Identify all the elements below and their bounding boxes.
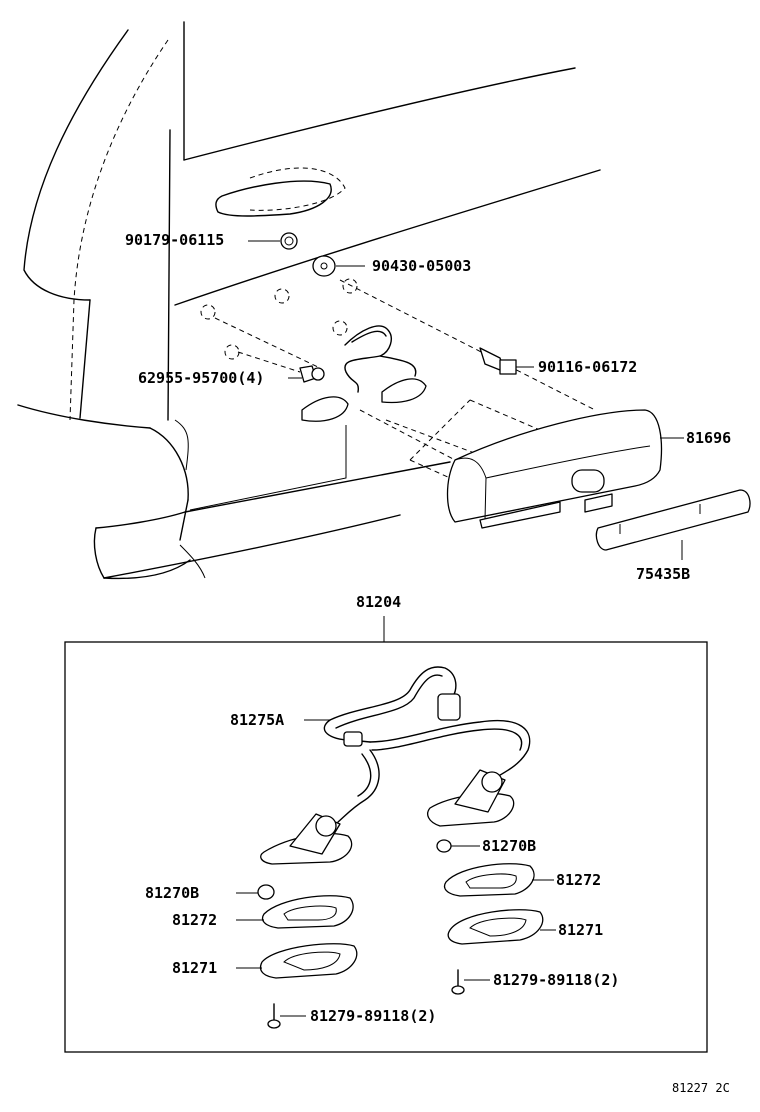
washer-icon	[312, 255, 336, 277]
label-garnish: 81696	[686, 429, 732, 447]
bulb-left-icon	[257, 884, 275, 900]
label-bulb-left: 81270B	[145, 884, 200, 902]
label-housing-right: 81271	[558, 921, 604, 939]
garnish-icon	[446, 409, 663, 529]
clip-icon	[299, 365, 325, 383]
wire-harness-icon	[323, 666, 531, 823]
label-bolt: 90116-06172	[538, 358, 638, 376]
label-bulb-right: 81270B	[482, 837, 537, 855]
lamp-socket-left-icon	[260, 813, 353, 865]
label-screw-grommet: 90179-06115	[125, 231, 225, 249]
screw-left-icon	[267, 1003, 281, 1029]
vehicle-body-outline	[17, 21, 601, 580]
label-screw-right: 81279-89118(2)	[493, 971, 620, 989]
car-wire-harness	[189, 325, 427, 511]
bulb-right-icon	[436, 839, 452, 853]
grommet-icon	[280, 232, 298, 250]
mounting-holes	[200, 278, 358, 360]
label-clip: 62955-95700(4)	[138, 369, 265, 387]
gasket-left-icon	[261, 895, 354, 929]
assembly-frame	[64, 641, 708, 1053]
label-screw-left: 81279-89118(2)	[310, 1007, 437, 1025]
label-lens: 75435B	[636, 565, 691, 583]
label-gasket-left: 81272	[172, 911, 218, 929]
housing-right-icon	[447, 909, 544, 945]
housing-left-icon	[259, 943, 358, 979]
label-lamp-assembly: 81204	[356, 593, 402, 611]
lens-icon	[595, 489, 751, 551]
label-gasket-right: 81272	[556, 871, 602, 889]
label-wire: 81275A	[230, 711, 285, 729]
gasket-right-icon	[443, 863, 535, 897]
figure-code: 81227 2C	[672, 1081, 730, 1095]
screw-right-icon	[451, 969, 465, 995]
lamp-socket-right-icon	[427, 769, 515, 827]
bolt-icon	[479, 347, 517, 375]
label-housing-left: 81271	[172, 959, 218, 977]
label-washer: 90430-05003	[372, 257, 472, 275]
